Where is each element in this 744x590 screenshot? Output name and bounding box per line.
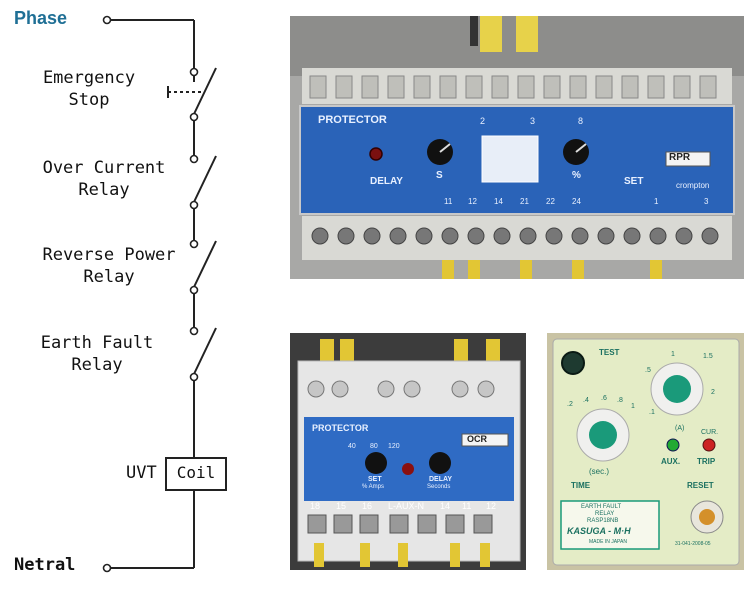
earth-fault-relay-photo: TEST .2 .4 .6 .8 1 .5 1 1.5 2 .1 (A) CUR… (547, 333, 744, 570)
ocr-model-label: OCR (467, 434, 487, 444)
efr-aux-label: AUX. (661, 457, 681, 466)
uvt-label: UVT (126, 463, 157, 483)
ocr-set-scale-0: 40 (348, 443, 356, 450)
ocr-terminal-3: L-AUX-N (388, 501, 425, 511)
ocr-set-scale-2: 120 (388, 443, 400, 450)
rpr-set-unit: % (572, 170, 581, 181)
ocr-terminal-2: 16 (362, 501, 373, 511)
efr-scale-right-4: .1 (649, 409, 655, 416)
efr-scale-left-4: 1 (631, 403, 635, 410)
efr-scale-left-1: .4 (583, 397, 589, 404)
efr-serial: 31-041-2008-05 (675, 541, 711, 547)
rpr-brand: PROTECTOR (318, 114, 387, 126)
rpr-delay-label: DELAY (370, 176, 403, 187)
rpr-top-num-0: 2 (480, 116, 486, 126)
ocr-terminal-4: 14 (440, 501, 451, 511)
rpr-bottom-num-1: 12 (468, 197, 477, 206)
rpr-top-num-2: 8 (578, 116, 584, 126)
ocr-relay-photo: PROTECTOR OCR 40 80 120 SET % Amps DELAY… (290, 333, 526, 570)
efr-plate-made: MADE IN JAPAN (589, 539, 627, 545)
efr-plate-brand: KASUGA - M·H (567, 526, 631, 536)
ocr-terminal-0: 18 (310, 501, 321, 511)
efr-sec-label: (sec.) (589, 467, 609, 476)
rpr-bottom-num-7: 3 (704, 197, 709, 206)
rpr-delay-unit: S (436, 170, 443, 181)
reverse-power-relay-switch (189, 239, 217, 295)
ocr-brand: PROTECTOR (312, 423, 369, 433)
ocr-set-scale-1: 80 (370, 443, 378, 450)
efr-a-label: (A) (675, 425, 685, 432)
efr-scale-left-2: .6 (601, 395, 607, 402)
phase-terminal (102, 15, 112, 25)
neutral-label: Netral (14, 555, 76, 575)
efr-scale-left-3: .8 (617, 397, 623, 404)
efr-plate-line1: EARTH FAULT (581, 504, 622, 510)
efr-scale-left-0: .2 (567, 401, 573, 408)
uvt-coil-box (165, 457, 227, 491)
rpr-top-num-1: 3 (530, 116, 536, 126)
efr-trip-label: TRIP (697, 457, 716, 466)
rpr-bottom-num-5: 24 (572, 197, 581, 206)
efr-cur-label: CUR. (701, 429, 719, 436)
efr-scale-right-1: 1 (671, 351, 675, 358)
rpr-maker: crompton (676, 181, 710, 190)
phase-label: Phase (14, 8, 68, 28)
earth-fault-relay-switch (189, 326, 217, 382)
rpr-relay-photo: PROTECTOR 2 3 8 S % DELAY SET RPR crompt… (290, 16, 744, 279)
coil-label: Coil (176, 463, 216, 482)
rpr-bottom-num-3: 21 (520, 197, 529, 206)
reverse-power-relay-label: Reverse Power Relay (42, 245, 176, 287)
neutral-terminal (102, 563, 112, 573)
efr-plate-line3: RASP18NB (587, 518, 619, 524)
efr-reset-label: RESET (687, 481, 714, 490)
efr-scale-right-3: 2 (711, 389, 715, 396)
emergency-stop-label: Emergency Stop (42, 68, 136, 110)
efr-scale-right-2: 1.5 (703, 353, 713, 360)
over-current-relay-switch (189, 154, 217, 210)
rpr-bottom-num-2: 14 (494, 197, 503, 206)
ocr-terminal-5: 11 (462, 501, 472, 511)
rpr-set-label: SET (624, 176, 644, 187)
ocr-set-label: SET (368, 476, 382, 483)
ocr-delay-sub: Seconds (427, 484, 451, 490)
ocr-set-sub: % Amps (362, 484, 385, 490)
ocr-terminal-1: 15 (336, 501, 347, 511)
rpr-model-label: RPR (669, 152, 691, 163)
ocr-terminal-6: 12 (486, 501, 497, 511)
rpr-bottom-num-6: 1 (654, 197, 659, 206)
efr-test-label: TEST (599, 348, 620, 357)
over-current-relay-label: Over Current Relay (42, 158, 166, 200)
emergency-stop-switch (167, 67, 217, 122)
efr-plate-line2: RELAY (595, 511, 615, 517)
efr-scale-right-0: .5 (645, 367, 651, 374)
ocr-delay-label: DELAY (429, 476, 453, 483)
earth-fault-relay-label: Earth Fault Relay (40, 333, 154, 375)
rpr-bottom-num-4: 22 (546, 197, 555, 206)
rpr-bottom-num-0: 11 (444, 197, 453, 206)
efr-time-label: TIME (571, 481, 591, 490)
